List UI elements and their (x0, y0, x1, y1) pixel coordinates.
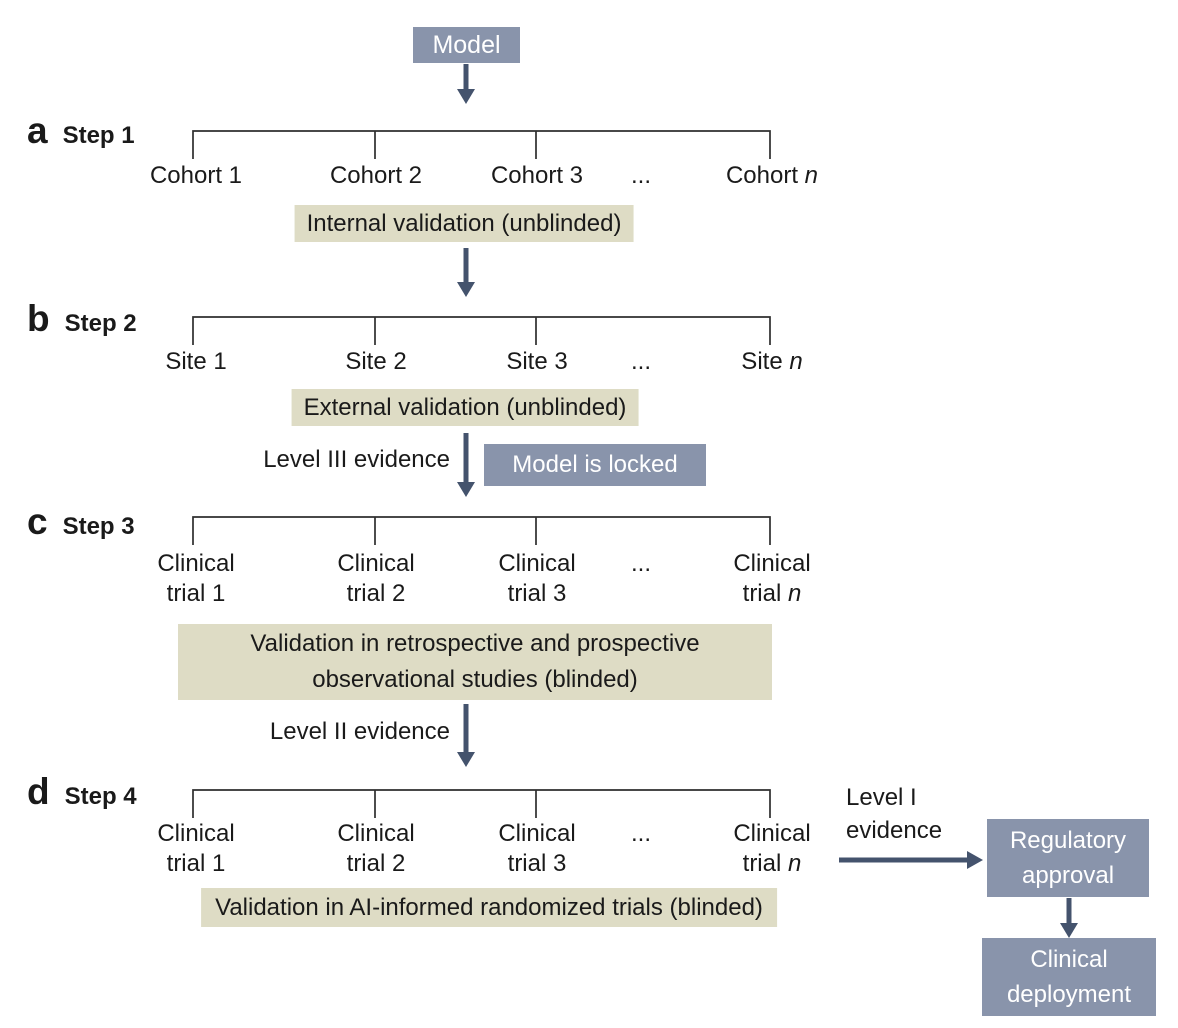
step2-title: Step 2 (64, 310, 137, 337)
cohort-3-label: Cohort 3 (490, 162, 584, 189)
bracket-step3 (192, 516, 771, 545)
cohort-n-label: Cohort n (725, 162, 819, 189)
site-ellipsis: ... (630, 348, 652, 375)
site-n-label: Site n (741, 348, 803, 375)
regulatory-approval-line2: approval (1021, 862, 1115, 889)
arrow-step1-to-step2 (457, 248, 475, 297)
panel-b-header: b Step 2 (27, 298, 137, 340)
arrow-regulatory-to-deployment (1060, 898, 1078, 938)
level3-evidence-label: Level III evidence (263, 446, 450, 473)
level2-evidence-label: Level II evidence (269, 718, 450, 745)
arrow-step2-to-step3 (457, 433, 475, 497)
arrow-level1-to-regulatory (839, 851, 983, 869)
step3-title: Step 3 (62, 513, 135, 540)
panel-letter-b: b (27, 298, 50, 339)
step3-highlight: Validation in retrospective and prospect… (178, 624, 772, 700)
arrow-step3-to-step4 (457, 704, 475, 767)
bracket-step1 (192, 130, 771, 159)
step4-highlight: Validation in AI-informed randomized tri… (201, 888, 777, 927)
trial4-ellipsis: ... (630, 820, 652, 847)
bracket-step4 (192, 789, 771, 818)
clinical-deployment-line1: Clinical (1030, 946, 1108, 973)
step1-highlight: Internal validation (unblinded) (294, 205, 634, 242)
model-locked-box: Model is locked (484, 444, 706, 486)
panel-letter-a: a (27, 110, 48, 151)
site-2-label: Site 2 (345, 348, 407, 375)
cohort-2-label: Cohort 2 (329, 162, 423, 189)
site-3-label: Site 3 (506, 348, 568, 375)
regulatory-approval-line1: Regulatory (1009, 827, 1127, 854)
arrow-model-to-step1 (457, 64, 475, 104)
model-box-label: Model (432, 31, 501, 59)
trial3-ellipsis: ... (630, 550, 652, 577)
regulatory-approval-box: Regulatory approval (987, 819, 1149, 897)
panel-d-header: d Step 4 (27, 771, 137, 813)
step4-title: Step 4 (64, 783, 137, 810)
panel-letter-d: d (27, 771, 50, 812)
step1-title: Step 1 (62, 122, 135, 149)
bracket-step2 (192, 316, 771, 345)
clinical-deployment-box: Clinical deployment (982, 938, 1156, 1016)
model-locked-label: Model is locked (512, 451, 678, 478)
site-1-label: Site 1 (165, 348, 227, 375)
panel-a-header: a Step 1 (27, 110, 135, 152)
cohort-ellipsis: ... (630, 162, 652, 189)
model-box: Model (413, 27, 520, 63)
clinical-deployment-line2: deployment (1006, 981, 1132, 1008)
level1-evidence-label: Level I evidence (846, 784, 943, 844)
step2-highlight: External validation (unblinded) (291, 389, 639, 426)
panel-c-header: c Step 3 (27, 501, 135, 543)
panel-letter-c: c (27, 501, 48, 542)
cohort-1-label: Cohort 1 (149, 162, 243, 189)
